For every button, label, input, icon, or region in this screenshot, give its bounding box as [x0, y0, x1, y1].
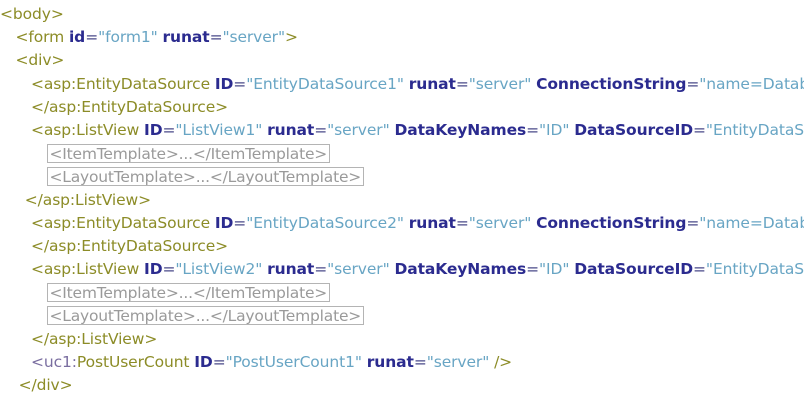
- token-attr: ConnectionString: [536, 213, 687, 232]
- token-attr: ID: [194, 352, 213, 371]
- token-tag: </asp:EntityDataSource>: [31, 97, 229, 116]
- token-tag: <asp:ListView: [31, 120, 145, 139]
- token-attr: runat: [366, 352, 414, 371]
- token-attr: DataKeyNames: [394, 120, 527, 139]
- code-line[interactable]: </asp:ListView>: [0, 189, 804, 212]
- token-attr: DataSourceID: [574, 260, 694, 279]
- collapsed-region-box[interactable]: <LayoutTemplate>...</LayoutTemplate>: [46, 306, 365, 326]
- token-attr: ID: [214, 74, 234, 93]
- token-attr: runat: [162, 28, 210, 47]
- token-op: =: [209, 28, 223, 47]
- token-op: =: [526, 120, 539, 139]
- token-op: =: [162, 120, 176, 139]
- token-punct: />: [494, 352, 513, 371]
- token-op: =: [413, 352, 427, 371]
- token-str: "name=Database1Entitie: [699, 213, 804, 232]
- code-line[interactable]: <ItemTemplate>...</ItemTemplate>: [0, 142, 804, 165]
- token-str: "ListView2": [175, 260, 263, 279]
- token-tag: </asp:ListView>: [24, 190, 152, 209]
- code-line[interactable]: <asp:EntityDataSource ID="EntityDataSour…: [0, 73, 804, 96]
- token-attr: ID: [144, 260, 163, 279]
- token-op: =: [162, 260, 176, 279]
- code-line[interactable]: <form id="form1" runat="server">: [0, 26, 804, 49]
- token-op: =: [85, 28, 99, 47]
- code-line[interactable]: <ItemTemplate>...</ItemTemplate>: [0, 281, 804, 304]
- token-tag: </asp:EntityDataSource>: [31, 236, 229, 255]
- token-str: "EntityDataSource1": [705, 120, 804, 139]
- token-tag: >: [284, 28, 298, 47]
- token-str: "form1": [98, 28, 158, 47]
- token-attr: id: [68, 28, 86, 47]
- token-attr: ID: [214, 213, 234, 232]
- token-str: "server": [468, 213, 532, 232]
- code-line[interactable]: <uc1:PostUserCount ID="PostUserCount1" r…: [0, 351, 804, 374]
- token-tag: <asp:ListView: [31, 260, 145, 279]
- code-line[interactable]: <asp:ListView ID="ListView2" runat="serv…: [0, 258, 804, 281]
- token-str: "name=Database1Entitie: [699, 74, 804, 93]
- token-tag: PostUserCount: [76, 352, 195, 371]
- code-line[interactable]: <LayoutTemplate>...</LayoutTemplate>: [0, 304, 804, 327]
- token-str: "EntityDataSource1": [246, 74, 404, 93]
- token-op: =: [314, 260, 328, 279]
- token-tag: </asp:ListView>: [31, 329, 158, 348]
- code-line[interactable]: <LayoutTemplate>...</LayoutTemplate>: [0, 165, 804, 188]
- token-str: "server": [222, 28, 285, 47]
- token-str: "server": [327, 120, 390, 139]
- token-op: =: [686, 213, 700, 232]
- token-op: =: [455, 213, 469, 232]
- token-op: =: [693, 120, 706, 139]
- token-str: "PostUserCount1": [225, 352, 362, 371]
- token-str: "server": [327, 260, 390, 279]
- token-attr: runat: [267, 260, 315, 279]
- collapsed-region-box[interactable]: <ItemTemplate>...</ItemTemplate>: [46, 144, 331, 164]
- token-attr: ID: [144, 120, 163, 139]
- code-line[interactable]: <div>: [0, 49, 804, 72]
- token-uc: <uc1:: [31, 352, 77, 371]
- collapsed-region-box[interactable]: <ItemTemplate>...</ItemTemplate>: [46, 283, 331, 303]
- token-tag: </div>: [18, 376, 73, 394]
- code-line[interactable]: </asp:ListView>: [0, 328, 804, 351]
- code-line[interactable]: </asp:EntityDataSource>: [0, 96, 804, 119]
- code-line[interactable]: <asp:EntityDataSource ID="EntityDataSour…: [0, 212, 804, 235]
- token-str: "EntityDataSource2": [246, 213, 404, 232]
- token-str: "EntityDataSource2": [705, 260, 804, 279]
- token-str: "server": [468, 74, 532, 93]
- token-attr: runat: [408, 213, 456, 232]
- token-attr: DataKeyNames: [394, 260, 527, 279]
- token-tag: <asp:EntityDataSource: [31, 213, 215, 232]
- token-tag: <body>: [0, 5, 64, 23]
- token-attr: runat: [267, 120, 315, 139]
- token-str: "server": [426, 352, 490, 371]
- token-tag: <form: [15, 28, 69, 47]
- token-str: "ID": [539, 260, 570, 279]
- token-str: "ListView1": [175, 120, 263, 139]
- token-op: =: [526, 260, 539, 279]
- token-op: =: [233, 74, 247, 93]
- code-line[interactable]: <body>: [0, 3, 804, 26]
- token-tag: <asp:EntityDataSource: [31, 74, 215, 93]
- token-attr: runat: [408, 74, 456, 93]
- code-line[interactable]: </div>: [0, 374, 804, 397]
- token-attr: ConnectionString: [536, 74, 687, 93]
- token-op: =: [314, 120, 328, 139]
- token-tag: <div>: [15, 51, 65, 70]
- token-str: "ID": [539, 120, 570, 139]
- token-op: =: [233, 213, 247, 232]
- code-line[interactable]: <asp:ListView ID="ListView1" runat="serv…: [0, 119, 804, 142]
- token-op: =: [686, 74, 700, 93]
- token-op: =: [455, 74, 469, 93]
- token-attr: DataSourceID: [574, 120, 694, 139]
- collapsed-region-box[interactable]: <LayoutTemplate>...</LayoutTemplate>: [46, 167, 365, 187]
- token-op: =: [693, 260, 706, 279]
- code-line[interactable]: </asp:EntityDataSource>: [0, 235, 804, 258]
- token-op: =: [212, 352, 226, 371]
